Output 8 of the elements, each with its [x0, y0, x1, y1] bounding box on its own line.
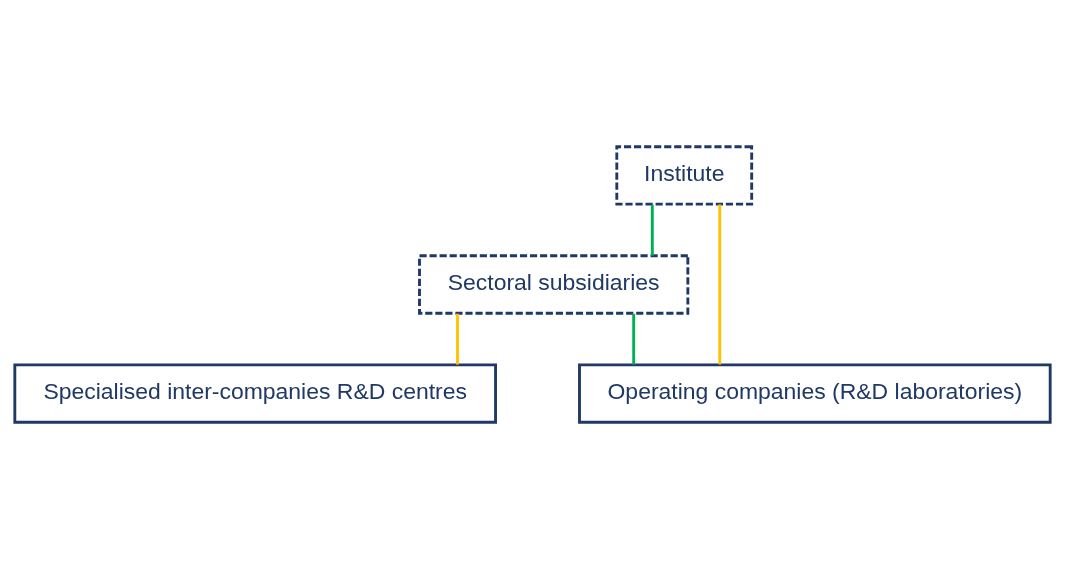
connector [456, 313, 459, 365]
node-box: Institute [615, 145, 754, 206]
node-box: Specialised inter-companies R&D centres [13, 363, 497, 424]
node-box: Operating companies (R&D laboratories) [578, 363, 1052, 424]
node-box: Sectoral subsidiaries [418, 254, 690, 315]
connector [632, 313, 636, 365]
connector [718, 204, 722, 365]
connector [650, 204, 654, 256]
